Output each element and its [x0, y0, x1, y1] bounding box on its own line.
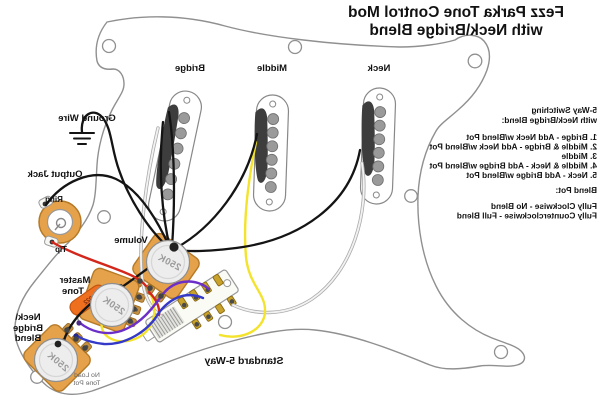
middle-pickup: [252, 94, 290, 212]
middle-pickup-label: Middle: [257, 63, 287, 74]
no-load-note-1: No Load: [74, 372, 100, 379]
master-tone-label-2: Tone: [62, 286, 84, 297]
switch-label: Standard 5-Way: [204, 355, 283, 367]
screw-hole: [287, 39, 303, 55]
notes-line-4: 3. Middle: [561, 151, 597, 161]
neck-pickup: [359, 87, 397, 205]
wire-ground: [80, 111, 170, 249]
ground-wire-label: Ground Wire: [58, 113, 115, 124]
notes-line-8: Fully Clockwise - No Blend: [491, 201, 597, 211]
wire-switch-blue: [75, 293, 205, 346]
notes-line-9: Fully Counterclockwise - Full Blend: [457, 211, 597, 221]
switch-ribs: [149, 307, 184, 339]
output-jack-label: Output Jack: [27, 169, 83, 180]
blend-label-3: Blend: [15, 333, 42, 344]
title-line-1: Fezz Parka Tone Control Mod: [348, 4, 564, 21]
notes-line-0: 5-Way Switching: [531, 105, 597, 115]
wire-jack-ring-black: [44, 174, 171, 248]
blend-label-1: Neck\: [15, 312, 41, 323]
screw-hole: [467, 53, 483, 69]
pickup-blade: [156, 104, 179, 189]
notes-line-1: with Neck\Bridge Blend:: [502, 115, 598, 125]
screw-hole: [97, 210, 111, 224]
title-line-2: with Neck\Bridge Blend: [369, 22, 543, 39]
wire-bridge-black-2: [159, 120, 172, 250]
screw-hole: [217, 314, 233, 330]
notes-line-3: 2. Middle & Bridge - Add Neck w/Blend Po…: [429, 142, 597, 152]
screw-hole: [493, 344, 509, 360]
no-load-note-2: Tone Pot: [73, 380, 100, 387]
wires: [44, 110, 366, 346]
jack-tip-label: Tip: [55, 245, 67, 254]
wire-switch-purple: [78, 280, 211, 335]
pole-pieces: [264, 113, 280, 193]
notes-line-7: Blend Pot:: [556, 185, 597, 195]
bridge-pickup-label: Bridge: [175, 63, 205, 74]
pickup-blade: [254, 108, 268, 183]
wire-neck-black: [175, 148, 362, 253]
notes-line-6: 5. Neck - Add Bridge w/Blend Pot: [466, 170, 597, 180]
volume-knob: [145, 239, 191, 285]
wire-bridge-black: [167, 110, 176, 249]
notes-line-5: 4. Middle & Neck - Add Bridge w/Blend Po…: [429, 161, 597, 171]
screw-hole: [404, 189, 418, 203]
master-tone-label-1: Master: [59, 275, 90, 286]
capacitor-value: 022: [82, 296, 94, 307]
volume-label: Volume: [114, 235, 148, 246]
ground-symbol: [69, 132, 95, 145]
neck-pickup-label: Neck: [367, 63, 390, 74]
blend-knob: [33, 337, 79, 383]
wire-middle-black: [174, 132, 259, 250]
screw-hole: [101, 38, 117, 54]
pot-knobs: 250K 250K 250K: [33, 239, 191, 383]
master-tone-knob: [89, 282, 135, 328]
pickup-blade: [361, 101, 375, 176]
jack-ring-label: Ring: [45, 195, 63, 204]
wire-middle-yellow: [218, 140, 267, 338]
blend-label-2: Bridge: [13, 323, 43, 334]
notes-line-2: 1. Bridge - Add Neck w/Blend Pot: [466, 132, 597, 142]
pole-pieces: [371, 106, 387, 186]
